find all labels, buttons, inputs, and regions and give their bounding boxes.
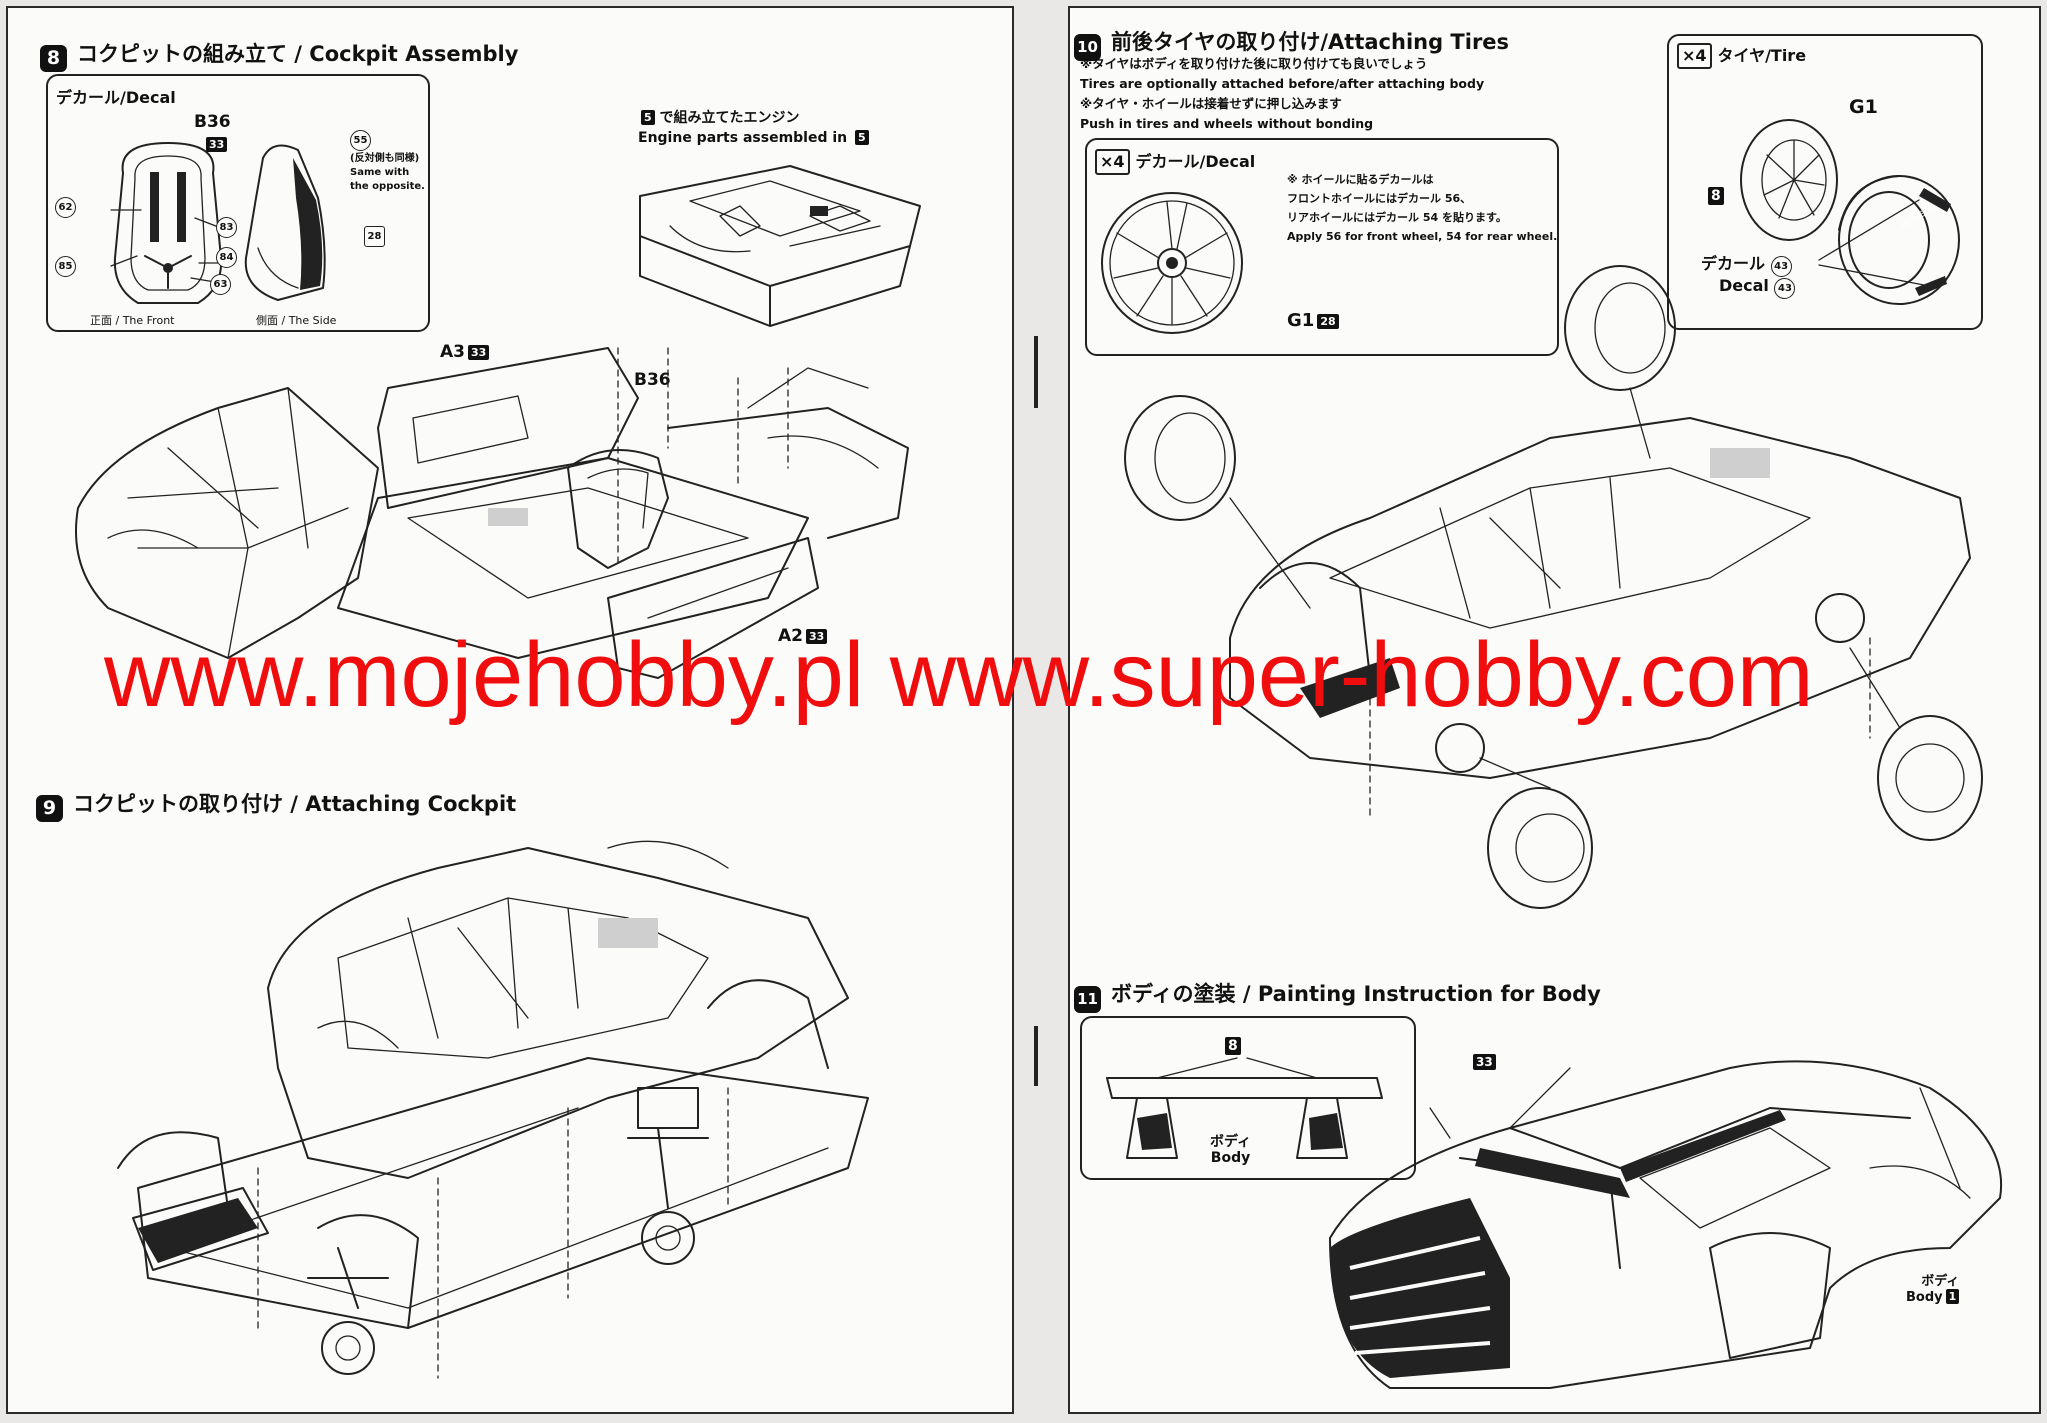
callout-84: 84 — [216, 247, 237, 268]
step-11-heading: 11 ボディの塗装 / Painting Instruction for Body — [1074, 978, 1601, 1013]
step-8-heading: 8 コクピットの組み立て / Cockpit Assembly — [40, 38, 518, 72]
right-page: 10 前後タイヤの取り付け/Attaching Tires ※タイヤはボディを取り… — [1068, 6, 2041, 1414]
callout-28: 28 — [364, 226, 385, 247]
wing-paint-box: 8 ボディ Body — [1080, 1016, 1416, 1180]
wheel-tag-8: 8 — [1705, 186, 1724, 205]
callout-62: 62 — [55, 197, 76, 218]
tire-part-label: G1 — [1849, 96, 1878, 118]
seat-front-illustration — [110, 142, 224, 304]
callout-63: 63 — [210, 274, 231, 295]
tire-decal-en: Decal 43 — [1719, 276, 1796, 299]
watermark-text: www.mojehobby.pl www.super-hobby.com — [104, 624, 1814, 726]
step-11-number: 11 — [1074, 986, 1101, 1013]
binding-mark-bottom — [1034, 1026, 1038, 1086]
step-10-notes: ※タイヤはボディを取り付けた後に取り付けても良いでしょう Tires are o… — [1080, 54, 1484, 134]
callout-83: 83 — [216, 217, 237, 238]
seat-part-tag: 33 — [206, 137, 228, 152]
wing-tag: 8 — [1222, 1036, 1241, 1055]
same-note-jp: (反対側も同様) — [350, 153, 420, 164]
engine-step-ref: 5 — [641, 110, 655, 125]
same-note-en-1: Same with — [350, 167, 410, 178]
seat-part-label: B36 — [194, 112, 231, 132]
part-b36-label: B36 — [634, 370, 671, 390]
tire-wheel-illustration — [1740, 119, 1960, 305]
body-paint-illustration — [1329, 1060, 2003, 1389]
side-label: 側面 / The Side — [256, 314, 337, 327]
step-10-title: 前後タイヤの取り付け/Attaching Tires — [1111, 30, 1510, 54]
seat-side-illustration — [244, 144, 326, 301]
callout-85: 85 — [55, 256, 76, 277]
cockpit-install-illustration — [117, 840, 869, 1379]
cockpit-exploded-illustration — [75, 347, 909, 679]
step-10-number: 10 — [1074, 34, 1101, 61]
decal-box-title: デカール/Decal — [56, 88, 176, 107]
engine-assembly-illustration — [639, 165, 921, 327]
step-11-title: ボディの塗装 / Painting Instruction for Body — [1111, 982, 1601, 1006]
front-label: 正面 / The Front — [90, 314, 175, 327]
same-note-en-2: the opposite. — [350, 181, 425, 192]
left-page: 8 コクピットの組み立て / Cockpit Assembly デカール/Deca… — [6, 6, 1014, 1414]
step-8-decal-box: デカール/Decal B36 33 62 83 85 84 63 55 (反対側… — [46, 74, 430, 332]
note2-jp: ※タイヤ・ホイールは接着せずに押し込みます — [1080, 96, 1342, 111]
wheel-rim-illustration — [1101, 192, 1243, 334]
rear-wing-illustration — [1106, 1057, 1383, 1159]
tire-decal-jp: デカール 43 — [1701, 250, 1792, 277]
wing-body-label: ボディ Body — [1210, 1134, 1252, 1166]
note1-jp: ※タイヤはボディを取り付けた後に取り付けても良いでしょう — [1080, 56, 1428, 71]
step-8-title: コクピットの組み立て / Cockpit Assembly — [77, 42, 519, 66]
note2-en: Push in tires and wheels without bonding — [1080, 116, 1374, 131]
step-8-guide-lines — [617, 347, 619, 569]
step-10-heading: 10 前後タイヤの取り付け/Attaching Tires — [1074, 26, 1509, 61]
binding-mark-top — [1034, 336, 1038, 408]
wheel-decal-notes: ※ ホイールに貼るデカールは フロントホイールにはデカール 56、 リアホイール… — [1287, 173, 1558, 243]
engine-note: 5 で組み立てたエンジン Engine parts assembled in 5 — [638, 108, 869, 148]
body-tag: 33 — [1470, 1052, 1496, 1071]
note1-en: Tires are optionally attached before/aft… — [1080, 76, 1485, 91]
callout-55: 55 — [350, 130, 371, 151]
step-8-number: 8 — [40, 45, 67, 72]
step-9-heading: 9 コクピットの取り付け / Attaching Cockpit — [36, 788, 516, 822]
step-9-title: コクピットの取り付け / Attaching Cockpit — [73, 792, 517, 816]
tire-attach-illustration — [1124, 265, 1983, 909]
step-9-number: 9 — [36, 795, 63, 822]
